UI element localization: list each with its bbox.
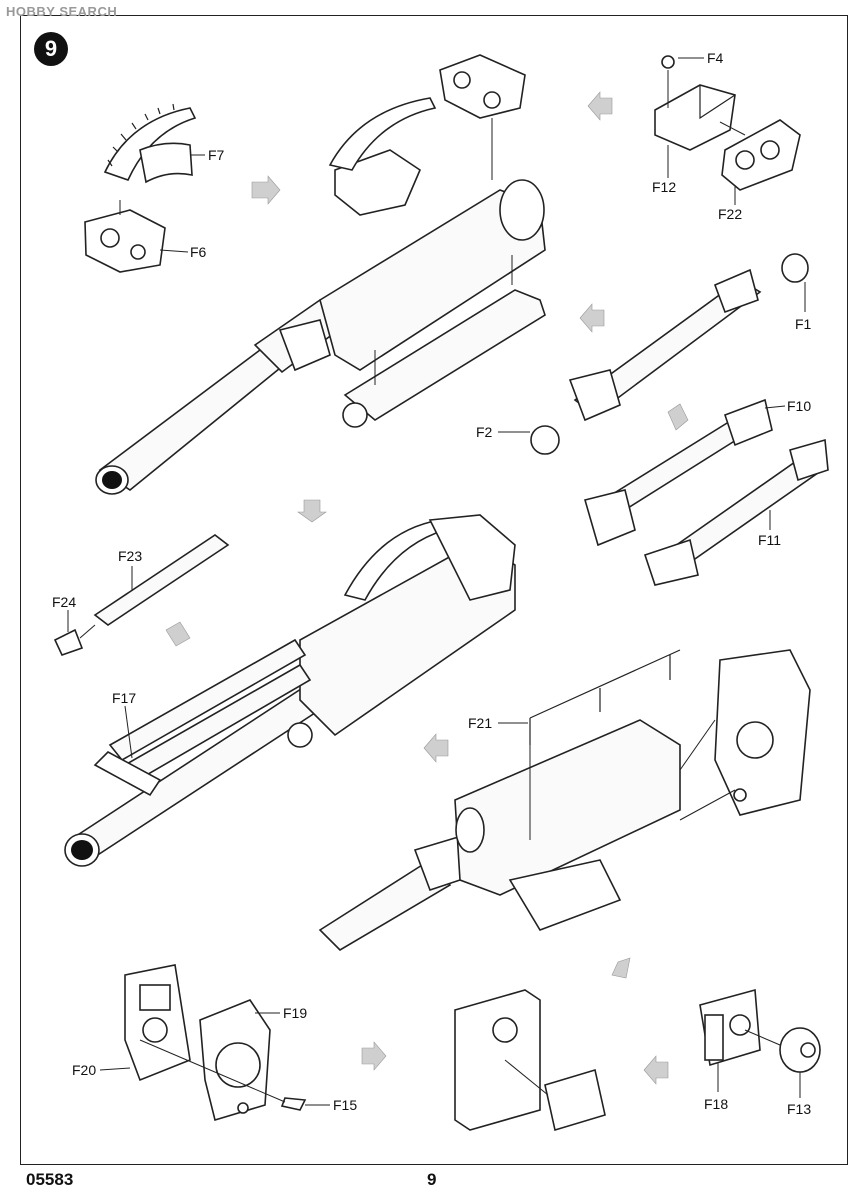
part-f7-elevation-gear xyxy=(103,103,197,184)
part-f18-bracket xyxy=(699,988,761,1067)
label-f10: F10 xyxy=(787,398,812,414)
label-f1: F1 xyxy=(795,316,812,332)
part-f23-rod xyxy=(93,534,230,626)
part-f22-plate xyxy=(719,119,801,191)
part-f15-pin xyxy=(139,1039,307,1111)
page-frame xyxy=(20,15,848,1165)
gun-barrel-assembly-middle xyxy=(64,514,516,867)
label-f20: F20 xyxy=(72,1062,97,1078)
part-f12-bracket xyxy=(654,55,736,151)
label-f6: F6 xyxy=(190,244,207,260)
breech-assembly xyxy=(318,649,811,952)
part-f13-wheel xyxy=(744,1027,821,1073)
label-f18: F18 xyxy=(704,1096,729,1112)
label-f17: F17 xyxy=(112,690,137,706)
label-f11: F11 xyxy=(758,532,782,548)
label-f15: F15 xyxy=(333,1097,358,1113)
part-f6-mount xyxy=(84,200,166,273)
part-f19-plate xyxy=(199,999,271,1122)
housing-assembly-bottom xyxy=(454,989,606,1132)
gun-barrel-assembly-top xyxy=(95,54,546,495)
label-leaders xyxy=(67,57,806,1106)
recoil-cylinder-right xyxy=(530,253,809,455)
part-f20-housing xyxy=(124,964,191,1082)
label-f23: F23 xyxy=(118,548,143,564)
label-f2: F2 xyxy=(476,424,493,440)
label-f19: F19 xyxy=(283,1005,308,1021)
part-f10-f11-cradle-frame xyxy=(584,398,829,586)
label-f7: F7 xyxy=(208,147,225,163)
label-f22: F22 xyxy=(718,206,743,222)
page-number: 9 xyxy=(427,1170,437,1189)
watermark: HOBBY SEARCH xyxy=(6,4,118,19)
label-f12: F12 xyxy=(652,179,677,195)
flow-arrows xyxy=(165,91,689,1085)
part-f24-cap xyxy=(53,624,96,656)
label-f24: F24 xyxy=(52,594,77,610)
step-number-badge: 9 xyxy=(34,32,68,66)
label-f13: F13 xyxy=(787,1101,812,1117)
catalog-number: 05583 xyxy=(26,1170,74,1189)
label-f21: F21 xyxy=(468,715,493,731)
label-f4: F4 xyxy=(707,50,724,66)
